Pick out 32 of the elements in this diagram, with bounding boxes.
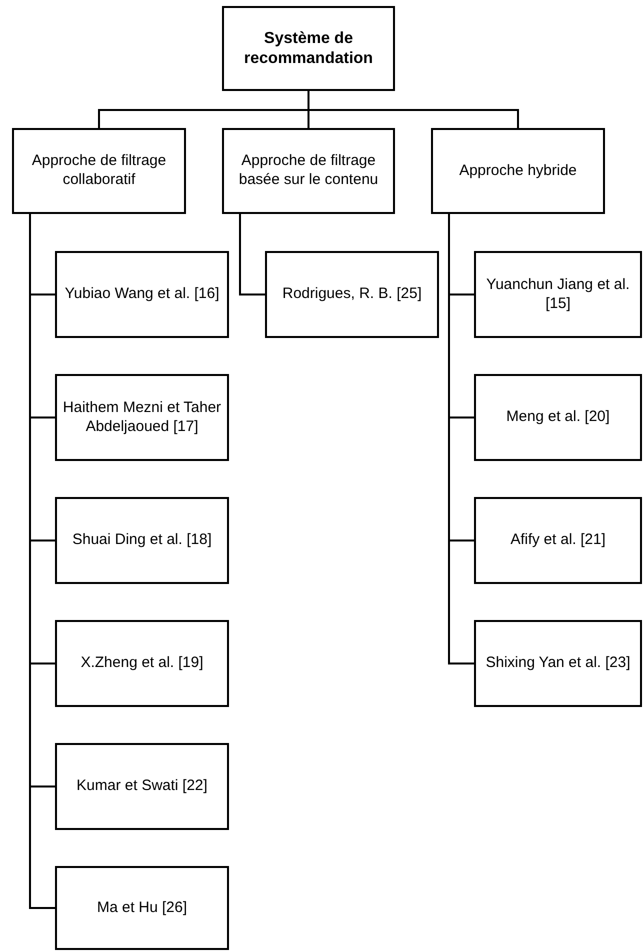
category-box (55, 620, 229, 707)
box-label: X.Zheng et al. [19] (80, 654, 204, 673)
category-box (12, 128, 186, 214)
connector-line (239, 214, 265, 296)
category-box (265, 251, 439, 338)
connector-line (308, 91, 519, 128)
box-label: Système de recommandation (243, 28, 374, 68)
box-label: Haithem Mezni et Taher Abdeljaoued [17] (62, 398, 222, 436)
box-label: Yuanchun Jiang et al. [15] (485, 276, 631, 314)
box-label: Approche de filtrage collaboratif (30, 152, 168, 190)
box-label: Kumar et Swati [22] (76, 777, 208, 796)
category-box (55, 866, 229, 950)
category-box (55, 251, 229, 338)
category-box (474, 251, 642, 338)
category-box (474, 620, 642, 707)
category-box (431, 128, 605, 214)
box-label: Afify et al. [21] (510, 531, 606, 550)
category-box (474, 374, 642, 461)
box-label: Approche de filtrage basée sur le contenu (238, 152, 380, 190)
category-box (55, 497, 229, 584)
box-label: Rodrigues, R. B. [25] (282, 285, 422, 304)
box-label: Ma et Hu [26] (96, 898, 188, 918)
box-label: Shixing Yan et al. [23] (486, 654, 630, 673)
box-label: Shuai Ding et al. [18] (72, 531, 212, 550)
root-box (222, 6, 395, 91)
category-box (55, 743, 229, 830)
category-box (222, 128, 395, 214)
box-label: Yubiao Wang et al. [16] (64, 285, 220, 304)
category-box (474, 497, 642, 584)
category-box (55, 374, 229, 461)
box-label: Meng et al. [20] (506, 408, 610, 427)
box-label: Approche hybride (459, 162, 577, 180)
